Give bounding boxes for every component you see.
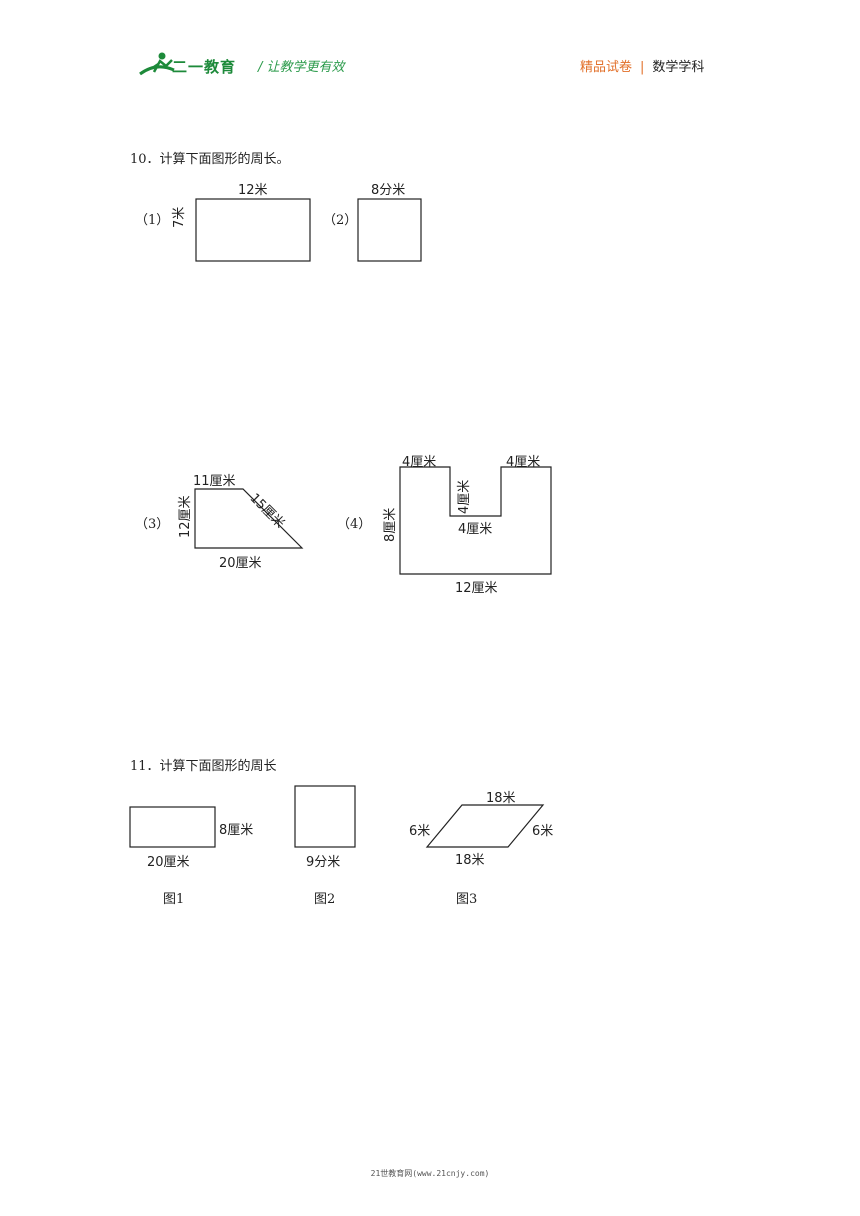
q10-fig4-index: （4）: [337, 517, 372, 532]
header-subject: 数学学科: [652, 60, 705, 75]
q10-fig2-top-label: 8分米: [371, 183, 406, 198]
q10-fig2-index: （2）: [323, 213, 358, 228]
q11-fig1-caption: 图1: [163, 892, 185, 907]
q10-fig3-bottom-label: 20厘米: [219, 556, 262, 571]
q10-fig1-side-label: 7米: [172, 206, 187, 228]
q11-fig2-bottom-label: 9分米: [306, 855, 341, 870]
header-separator: |: [640, 60, 645, 75]
q10-fig3-index: （3）: [135, 517, 170, 532]
q11-fig3-bottom-label: 18米: [455, 853, 485, 868]
q11-fig1-side-label: 8厘米: [219, 823, 254, 838]
q11-title: 11．计算下面图形的周长: [130, 759, 277, 774]
q10-fig3-trapezoid: [194, 488, 304, 549]
q10-fig4-top-left-label: 4厘米: [402, 455, 437, 470]
q10-fig4-notch-depth-label: 4厘米: [457, 479, 472, 514]
q10-fig2-square: [357, 198, 422, 262]
q11-fig1-bottom-label: 20厘米: [147, 855, 190, 870]
q10-fig1-rectangle: [195, 198, 311, 262]
q10-fig3-left-label: 12厘米: [178, 495, 193, 538]
q10-fig1-index: （1）: [135, 213, 170, 228]
footer-text: 21世教育网(www.21cnjy.com): [370, 1169, 490, 1178]
q10-fig3-top-label: 11厘米: [193, 474, 236, 489]
brand-name: 二一教育: [172, 58, 237, 76]
header-right: 精品试卷 | 数学学科: [580, 56, 704, 75]
q10-fig4-bottom-label: 12厘米: [455, 581, 498, 596]
q11-fig3-right-label: 6米: [532, 824, 554, 839]
q11-fig3-top-label: 18米: [486, 791, 516, 806]
q11-fig2-caption: 图2: [314, 892, 336, 907]
q10-fig4-notched-shape: [399, 466, 552, 575]
q10-fig4-notch-width-label: 4厘米: [458, 522, 493, 537]
q10-fig4-top-right-label: 4厘米: [506, 455, 541, 470]
header-label: 精品试卷: [580, 60, 633, 75]
q11-fig2-square: [294, 785, 356, 848]
q10-title: 10．计算下面图形的周长。: [130, 152, 290, 167]
q10-fig4-left-label: 8厘米: [383, 507, 398, 542]
runner-logo-icon: [139, 52, 175, 76]
q11-fig1-rectangle: [129, 806, 216, 848]
q10-fig1-top-label: 12米: [238, 183, 268, 198]
q11-fig3-parallelogram: [425, 804, 545, 848]
slogan: / 让教学更有效: [258, 60, 345, 75]
q11-fig3-left-label: 6米: [409, 824, 431, 839]
q11-fig3-caption: 图3: [456, 892, 478, 907]
